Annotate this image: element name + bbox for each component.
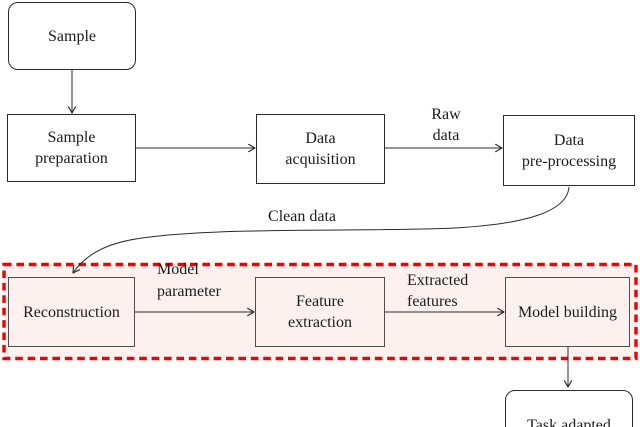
node-task-adapted: Task adapted bbox=[505, 390, 633, 427]
edge-label-raw-data: Raw data bbox=[431, 106, 461, 144]
node-sample-preparation: Sample preparation bbox=[7, 114, 136, 182]
node-task-adapted-label: Task adapted bbox=[527, 416, 611, 427]
arrow-preprocessing-to-reconstruction bbox=[72, 186, 570, 274]
node-data-preprocessing-label: Data pre-processing bbox=[521, 131, 617, 170]
edge-label-clean-data: Clean data bbox=[268, 208, 336, 225]
highlight-region-dashed bbox=[2, 262, 638, 361]
node-sample-preparation-label: Sample preparation bbox=[35, 129, 108, 167]
edge-label-extracted-features: Extracted features bbox=[407, 272, 469, 310]
node-feature-extraction-label: Feature extraction bbox=[288, 293, 352, 331]
node-data-acquisition: Data acquisition bbox=[256, 114, 385, 184]
node-sample-label: Sample bbox=[48, 27, 96, 45]
node-data-acquisition-label: Data acquisition bbox=[285, 130, 356, 168]
node-feature-extraction: Feature extraction bbox=[255, 277, 385, 347]
node-model-building: Model building bbox=[505, 277, 630, 347]
node-data-preprocessing: Data pre-processing bbox=[503, 115, 635, 186]
edge-label-model-parameter: Model parameter bbox=[157, 261, 221, 300]
node-reconstruction: Reconstruction bbox=[8, 277, 135, 347]
node-reconstruction-label: Reconstruction bbox=[23, 303, 120, 321]
node-sample: Sample bbox=[8, 2, 136, 70]
node-model-building-label: Model building bbox=[517, 303, 618, 321]
